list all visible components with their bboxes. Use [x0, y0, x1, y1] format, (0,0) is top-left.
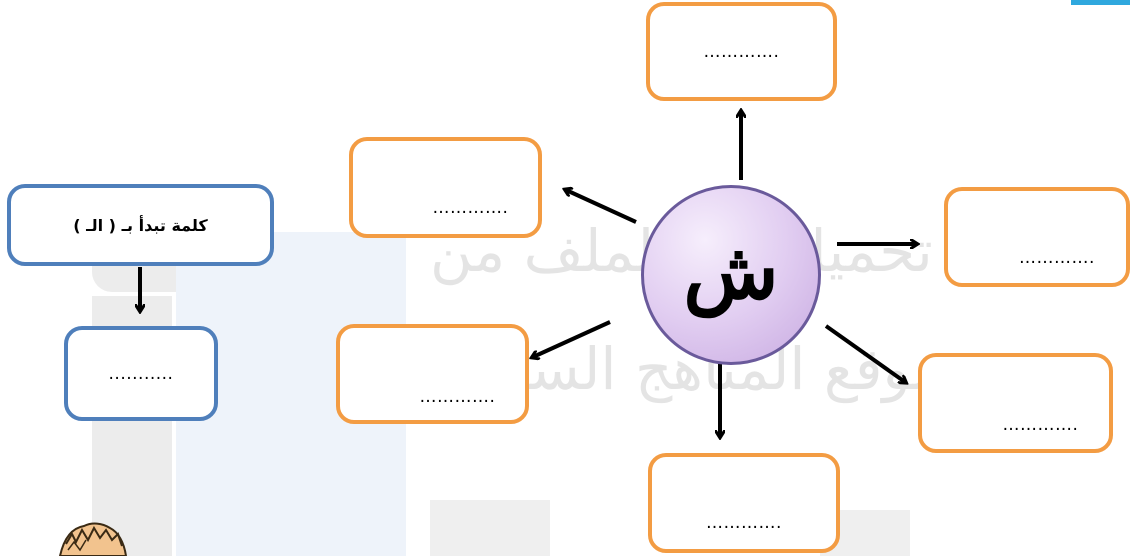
answer-box-right[interactable]: ………….: [944, 187, 1130, 287]
answer-box-top-text: ………….: [703, 41, 780, 62]
answer-box-bottom[interactable]: ………….: [648, 453, 840, 553]
answer-box-lower-right-text: ………….: [1002, 415, 1079, 435]
accent-strip: [1071, 0, 1130, 5]
clue-answer-text: ...........: [108, 363, 174, 384]
answer-box-right-text: ………….: [1019, 248, 1095, 268]
arrow-lower-right: [824, 324, 905, 382]
arrow-upper-left: [566, 190, 637, 224]
arrow-lower-left: [533, 320, 611, 357]
answer-box-bottom-text: ………….: [706, 513, 782, 533]
answer-box-top[interactable]: ………….: [646, 2, 837, 101]
center-letter: ش: [683, 225, 779, 317]
answer-box-upper-left[interactable]: ………….: [349, 137, 542, 238]
cartoon-character: [58, 522, 128, 556]
answer-box-upper-left-text: ………….: [432, 197, 509, 218]
answer-box-lower-right[interactable]: ………….: [918, 353, 1113, 453]
answer-box-lower-left[interactable]: ………….: [336, 324, 529, 424]
clue-box: كلمة تبدأ بـ ( الـ ): [7, 184, 274, 266]
answer-box-lower-left-text: ………….: [419, 386, 496, 407]
center-letter-circle: ش: [641, 185, 821, 365]
clue-title: كلمة تبدأ بـ ( الـ ): [73, 215, 208, 235]
clue-answer-box[interactable]: ...........: [64, 326, 218, 421]
